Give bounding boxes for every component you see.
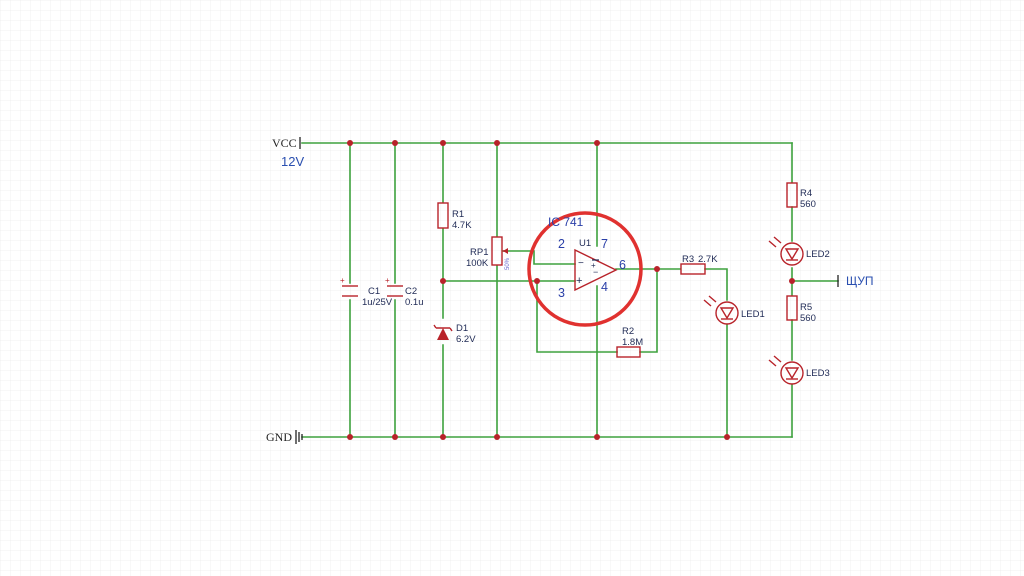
svg-text:+: + xyxy=(591,261,596,270)
capacitor-c2[interactable]: + C2 0.1u xyxy=(385,276,424,308)
junction-dot xyxy=(347,140,353,146)
u1-pin7: 7 xyxy=(601,237,608,251)
junction-dot xyxy=(440,140,446,146)
resistor-r3[interactable]: R3 2.7K xyxy=(680,254,718,275)
resistor-r5[interactable]: R5 560 xyxy=(786,295,816,324)
resistor-r2[interactable]: R2 1.8M xyxy=(616,326,643,358)
output-wire xyxy=(615,268,728,438)
junction-dot xyxy=(494,434,500,440)
junction-dot xyxy=(654,266,660,272)
wiper-wire xyxy=(502,250,576,265)
u1-pin2: 2 xyxy=(558,237,565,251)
u1-pin6: 6 xyxy=(619,258,626,272)
led-led2[interactable]: LED2 xyxy=(768,236,830,266)
led3-ref: LED3 xyxy=(806,368,830,379)
r1-value: 4.7K xyxy=(452,220,472,231)
junction-dot xyxy=(789,278,795,284)
zener-diode-d1[interactable]: D1 6.2V xyxy=(433,323,476,345)
svg-text:+: + xyxy=(385,276,390,285)
r1-ref: R1 xyxy=(452,209,464,220)
probe-label: ЩУП xyxy=(846,274,874,288)
r4-ref: R4 xyxy=(800,188,812,199)
junction-dot xyxy=(594,434,600,440)
u1-pin4: 4 xyxy=(601,280,608,294)
junction-dot xyxy=(534,278,540,284)
vcc-label: VCC xyxy=(272,136,297,150)
r2-ref: R2 xyxy=(622,326,634,337)
ic-note-label: IC 741 xyxy=(548,215,584,229)
r2-value: 1.8M xyxy=(622,337,643,348)
feedback-wire xyxy=(536,268,658,353)
rp1-value: 100K xyxy=(466,258,489,269)
u1-ref: U1 xyxy=(579,238,591,249)
led-led3[interactable]: LED3 xyxy=(768,355,830,385)
c1-value: 1u/25V xyxy=(362,297,393,308)
r3-value: 2.7K xyxy=(698,254,718,265)
junction-dot xyxy=(347,434,353,440)
rp1-ref: RP1 xyxy=(470,247,488,258)
highlight-circle xyxy=(527,211,643,327)
opamp-u1[interactable]: + − + − U1 2 3 4 6 7 xyxy=(558,237,626,300)
d1-value: 6.2V xyxy=(456,334,476,345)
junction-dot xyxy=(594,140,600,146)
junction-dot xyxy=(440,278,446,284)
junction-dot xyxy=(724,434,730,440)
junctions xyxy=(347,140,795,440)
led-led1[interactable]: LED1 xyxy=(703,295,765,325)
c1-ref: C1 xyxy=(368,286,380,297)
junction-dot xyxy=(440,434,446,440)
r5-ref: R5 xyxy=(800,302,812,313)
junction-dot xyxy=(494,140,500,146)
resistor-r1[interactable]: R1 4.7K xyxy=(437,202,472,231)
r4-value: 560 xyxy=(800,199,816,210)
r3-ref: R3 xyxy=(682,254,694,265)
led2-ref: LED2 xyxy=(806,249,830,260)
gnd-label: GND xyxy=(266,430,292,444)
c2-ref: C2 xyxy=(405,286,417,297)
resistor-r4[interactable]: R4 560 xyxy=(786,182,816,210)
junction-dot xyxy=(392,434,398,440)
wires xyxy=(301,142,839,438)
svg-text:−: − xyxy=(593,267,598,277)
capacitor-c1[interactable]: + C1 1u/25V xyxy=(340,276,393,308)
svg-text:−: − xyxy=(578,258,584,269)
vcc-value-label: 12V xyxy=(281,154,304,169)
vcc-port[interactable]: VCC xyxy=(272,136,301,150)
rp1-wiper-label: 50% xyxy=(505,257,511,270)
probe-port[interactable]: ЩУП xyxy=(837,274,874,288)
svg-text:+: + xyxy=(576,275,582,287)
gnd-port[interactable]: GND xyxy=(266,430,303,444)
svg-text:+: + xyxy=(340,276,345,285)
r5-value: 560 xyxy=(800,313,816,324)
junction-dot xyxy=(392,140,398,146)
potentiometer-rp1[interactable]: RP1 100K 50% xyxy=(466,236,511,270)
u1-pin3: 3 xyxy=(558,286,565,300)
led1-ref: LED1 xyxy=(741,309,765,320)
c2-value: 0.1u xyxy=(405,297,424,308)
d1-ref: D1 xyxy=(456,323,468,334)
